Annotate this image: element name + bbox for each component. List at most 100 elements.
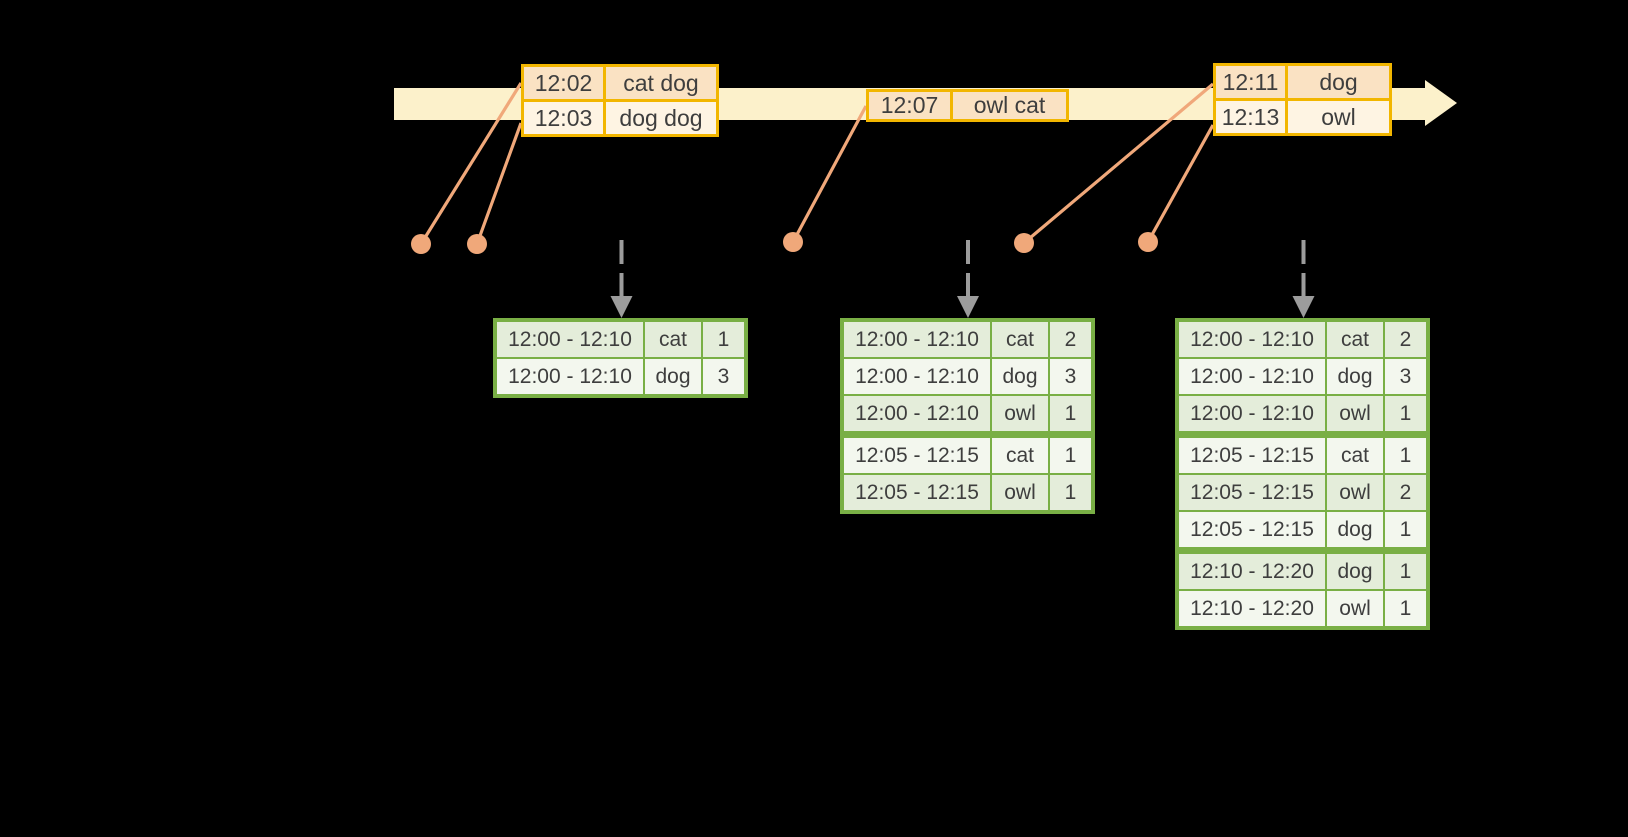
word-cell: owl xyxy=(990,473,1050,513)
event-time-cell: 12:02 xyxy=(521,64,606,102)
window-cell: 12:00 - 12:10 xyxy=(494,319,645,359)
down-arrowhead-icon xyxy=(1292,296,1315,318)
word-cell: cat xyxy=(990,319,1050,359)
window-cell: 12:05 - 12:15 xyxy=(1176,473,1327,512)
trigger-arrows xyxy=(610,240,1315,318)
down-arrowhead-icon xyxy=(957,296,979,318)
word-cell: cat xyxy=(643,319,703,359)
down-arrowhead-icon xyxy=(610,296,633,318)
window-cell: 12:00 - 12:10 xyxy=(1176,319,1327,359)
count-cell: 1 xyxy=(1048,394,1094,436)
word-cell: cat xyxy=(990,431,1050,475)
event-words-cell: dog xyxy=(1285,63,1392,101)
event-connector-line xyxy=(1146,124,1215,243)
window-cell: 12:00 - 12:10 xyxy=(1176,394,1327,436)
count-cell: 2 xyxy=(1383,319,1429,359)
event-dot-icon xyxy=(1014,233,1034,253)
event-connector-line xyxy=(419,82,523,245)
word-cell: dog xyxy=(643,357,703,397)
event-words-cell: owl xyxy=(1285,98,1392,136)
count-cell: 3 xyxy=(1383,357,1429,396)
window-cell: 12:05 - 12:15 xyxy=(1176,431,1327,475)
timeline-arrow-head-icon xyxy=(1425,80,1457,126)
event-words-cell: dog dog xyxy=(603,99,719,137)
word-cell: cat xyxy=(1325,319,1385,359)
window-cell: 12:05 - 12:15 xyxy=(841,431,992,475)
event-dot-icon xyxy=(411,234,431,254)
count-cell: 1 xyxy=(1048,473,1094,513)
window-cell: 12:10 - 12:20 xyxy=(1176,547,1327,591)
event-time-cell: 12:03 xyxy=(521,99,606,137)
window-cell: 12:00 - 12:10 xyxy=(841,394,992,436)
window-cell: 12:00 - 12:10 xyxy=(1176,357,1327,396)
count-cell: 1 xyxy=(1383,431,1429,475)
count-cell: 3 xyxy=(701,357,747,397)
window-cell: 12:00 - 12:10 xyxy=(841,357,992,396)
word-cell: owl xyxy=(1325,473,1385,512)
event-time-cell: 12:11 xyxy=(1213,63,1288,101)
window-cell: 12:00 - 12:10 xyxy=(841,319,992,359)
count-cell: 3 xyxy=(1048,357,1094,396)
event-connector-line xyxy=(475,122,523,245)
window-cell: 12:05 - 12:15 xyxy=(1176,510,1327,552)
count-cell: 1 xyxy=(1048,431,1094,475)
event-dot-icon xyxy=(783,232,803,252)
count-cell: 2 xyxy=(1048,319,1094,359)
count-cell: 1 xyxy=(1383,589,1429,629)
event-time-cell: 12:07 xyxy=(866,89,953,122)
window-cell: 12:00 - 12:10 xyxy=(494,357,645,397)
window-cell: 12:05 - 12:15 xyxy=(841,473,992,513)
word-cell: cat xyxy=(1325,431,1385,475)
count-cell: 1 xyxy=(1383,394,1429,436)
count-cell: 1 xyxy=(1383,510,1429,552)
count-cell: 1 xyxy=(1383,547,1429,591)
event-time-cell: 12:13 xyxy=(1213,98,1288,136)
word-cell: dog xyxy=(990,357,1050,396)
window-cell: 12:10 - 12:20 xyxy=(1176,589,1327,629)
word-cell: dog xyxy=(1325,357,1385,396)
word-cell: owl xyxy=(1325,394,1385,436)
event-connector-line xyxy=(1022,82,1215,245)
event-words-cell: owl cat xyxy=(950,89,1069,122)
word-cell: owl xyxy=(990,394,1050,436)
count-cell: 2 xyxy=(1383,473,1429,512)
event-connector-line xyxy=(791,105,868,243)
word-cell: dog xyxy=(1325,510,1385,552)
event-dots xyxy=(411,232,1158,254)
word-cell: owl xyxy=(1325,589,1385,629)
event-dot-icon xyxy=(467,234,487,254)
